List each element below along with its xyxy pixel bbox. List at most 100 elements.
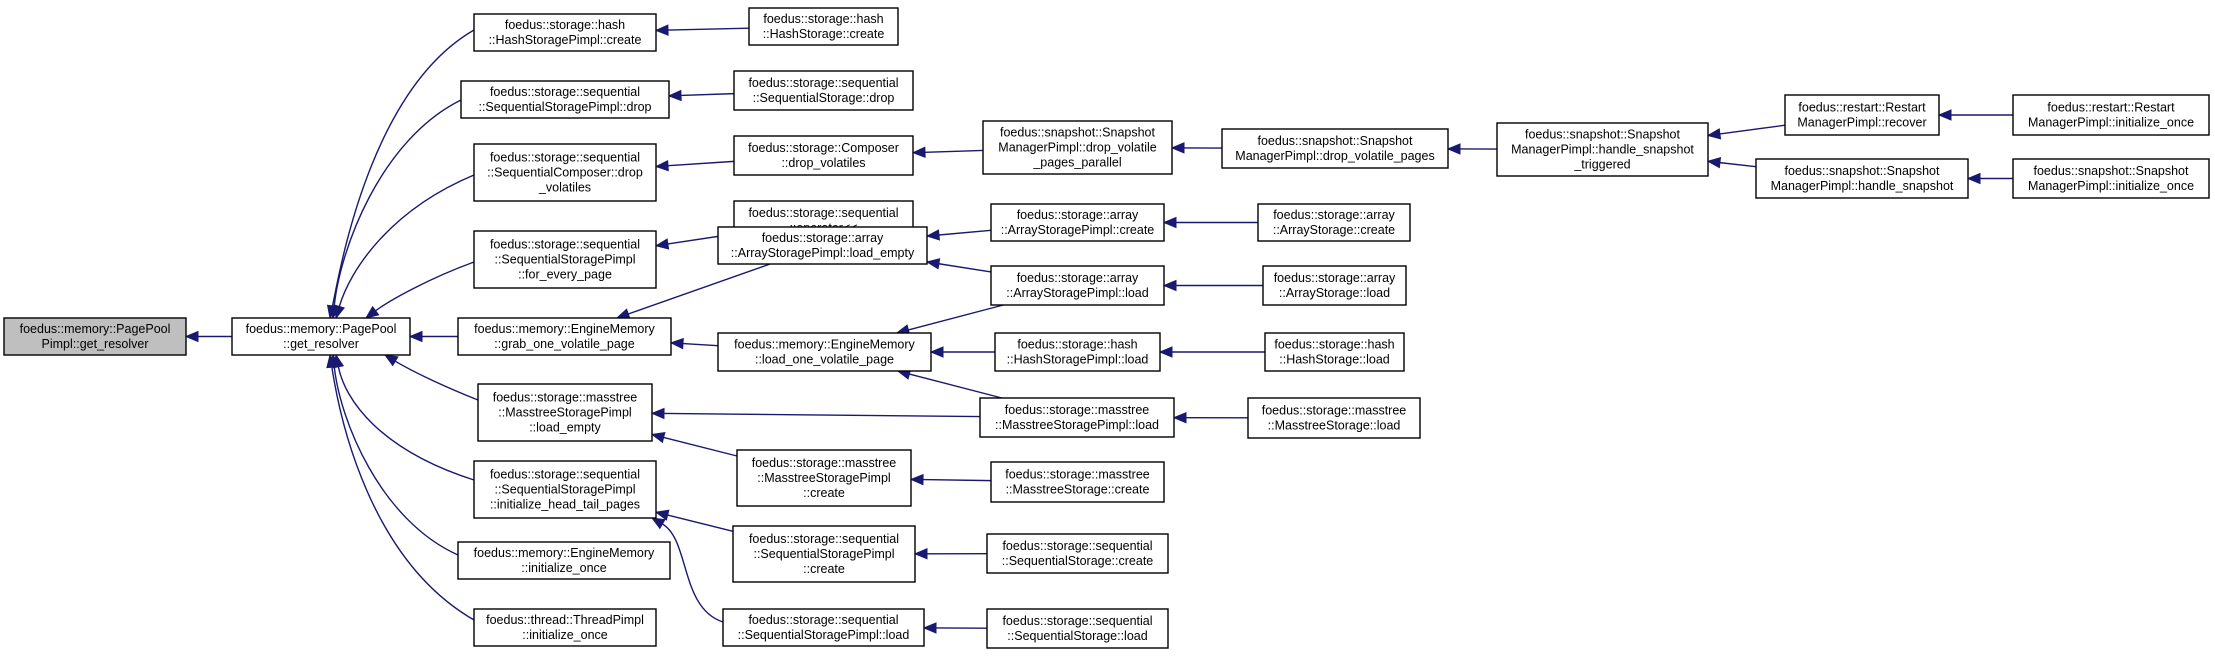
node-box-ms_load [1247, 397, 1421, 439]
edge-msp_create-to-msp_le [663, 436, 738, 457]
node-msp_load[interactable]: foedus::storage::masstree::MasstreeStora… [979, 397, 1175, 438]
edge-ss_create-to-ssp_create-arrowhead [913, 548, 928, 560]
node-ms_load[interactable]: foedus::storage::masstree::MasstreeStora… [1247, 397, 1421, 439]
node-box-em_grab [457, 317, 672, 356]
node-asp_create[interactable]: foedus::storage::array::ArrayStoragePimp… [990, 203, 1165, 242]
node-em_load[interactable]: foedus::memory::EngineMemory::load_one_v… [717, 332, 932, 372]
node-ssp_drop[interactable]: foedus::storage::sequential::SequentialS… [460, 80, 670, 119]
node-ssp_load[interactable]: foedus::storage::sequential::SequentialS… [722, 608, 925, 647]
node-label-asp_le-line-0: foedus::storage::array [762, 231, 884, 245]
node-box-gr [231, 317, 411, 356]
edge-em_init-to-gr [333, 366, 459, 556]
node-label-msp_le-line-2: ::load_empty [529, 421, 601, 435]
node-label-asp_create-line-0: foedus::storage::array [1017, 208, 1139, 222]
node-label-as_create-line-1: ::ArrayStorage::create [1273, 223, 1395, 237]
edge-em_load-to-em_grab-arrowhead [669, 337, 684, 350]
node-label-hs_create-line-1: ::HashStorage::create [763, 27, 885, 41]
node-label-ss_create-line-1: ::SequentialStorage::create [1002, 554, 1154, 568]
node-label-ssp_fep-line-0: foedus::storage::sequential [490, 238, 640, 252]
node-label-comp_dv-line-1: ::drop_volatiles [781, 156, 865, 170]
edge-msp_create-to-msp_le-arrowhead [650, 431, 666, 444]
node-label-gr-line-0: foedus::memory::PagePool [246, 322, 397, 336]
node-label-asp_create-line-1: ::ArrayStoragePimpl::create [1001, 223, 1155, 237]
node-tp_init[interactable]: foedus::thread::ThreadPimpl::initialize_… [473, 608, 657, 647]
node-hsp_load[interactable]: foedus::storage::hash::HashStoragePimpl:… [994, 332, 1161, 372]
node-label-ssp_create-line-2: ::create [803, 562, 845, 576]
node-label-ss_create-line-0: foedus::storage::sequential [1002, 539, 1152, 553]
node-sc_drop[interactable]: foedus::storage::sequential::SequentialC… [473, 143, 657, 202]
node-asp_le[interactable]: foedus::storage::array::ArrayStoragePimp… [717, 226, 928, 265]
node-label-root-line-1: Pimpl::get_resolver [42, 337, 149, 351]
node-label-sc_drop-line-1: ::SequentialComposer::drop [487, 166, 643, 180]
edge-ssp_drop-to-gr [333, 99, 462, 307]
node-box-as_create [1257, 203, 1411, 242]
node-comp_dv[interactable]: foedus::storage::Composer::drop_volatile… [733, 135, 914, 176]
node-label-rmp_init-line-1: ManagerPimpl::initialize_once [2028, 116, 2194, 130]
edge-smp_hs-to-smp_hst-arrowhead [1706, 156, 1722, 169]
node-label-rmp_recover-line-0: foedus::restart::Restart [1798, 101, 1926, 115]
node-as_create[interactable]: foedus::storage::array::ArrayStorage::cr… [1257, 203, 1411, 242]
node-label-ss_load-line-1: ::SequentialStorage::load [1007, 629, 1147, 643]
node-box-hs_create [748, 7, 899, 46]
node-label-msp_load-line-1: ::MasstreeStoragePimpl::load [995, 418, 1159, 432]
node-label-hsp_load-line-1: ::HashStoragePimpl::load [1007, 353, 1149, 367]
node-smp_hs[interactable]: foedus::snapshot::SnapshotManagerPimpl::… [1755, 158, 1969, 199]
node-root[interactable]: foedus::memory::PagePoolPimpl::get_resol… [3, 317, 187, 356]
node-ss_drop[interactable]: foedus::storage::sequential::SequentialS… [733, 70, 914, 111]
node-hs_load[interactable]: foedus::storage::hash::HashStorage::load [1264, 332, 1405, 372]
node-em_init[interactable]: foedus::memory::EngineMemory::initialize… [457, 541, 671, 580]
edge-msp_le-to-gr [394, 360, 479, 401]
edge-comp_dv-to-sc_drop-arrowhead [654, 159, 669, 172]
node-rmp_recover[interactable]: foedus::restart::RestartManagerPimpl::re… [1784, 94, 1940, 136]
node-as_load[interactable]: foedus::storage::array::ArrayStorage::lo… [1262, 265, 1407, 306]
edge-ssp_create-to-ssp_ihtp [667, 514, 734, 533]
edge-tp_init-to-gr-arrowhead [326, 353, 338, 369]
node-label-gr-line-1: ::get_resolver [283, 337, 359, 351]
node-label-tp_init-line-0: foedus::thread::ThreadPimpl [486, 613, 644, 627]
edge-em_grab-to-gr-arrowhead [408, 330, 423, 343]
node-smp_dvp[interactable]: foedus::snapshot::SnapshotManagerPimpl::… [1221, 128, 1449, 169]
node-smp_hst[interactable]: foedus::snapshot::SnapshotManagerPimpl::… [1496, 122, 1709, 177]
node-label-smp_dvpp-line-2: _pages_parallel [1032, 156, 1121, 170]
node-ssp_ihtp[interactable]: foedus::storage::sequential::SequentialS… [473, 460, 657, 519]
edge-smp_dvpp-to-comp_dv [924, 149, 984, 154]
edge-em_load-to-em_grab [682, 342, 719, 347]
edges-layer [184, 24, 2013, 634]
node-ms_create[interactable]: foedus::storage::masstree::MasstreeStora… [990, 461, 1165, 503]
edge-smp_hs-to-smp_hst [1719, 161, 1757, 168]
node-ssp_fep[interactable]: foedus::storage::sequential::SequentialS… [473, 230, 657, 289]
node-hsp_create[interactable]: foedus::storage::hash::HashStoragePimpl:… [473, 13, 657, 52]
edge-ms_load-to-msp_load-arrowhead [1172, 411, 1187, 424]
edge-smp_dvp-to-smp_dvpp-arrowhead [1170, 142, 1185, 154]
node-label-ms_create-line-0: foedus::storage::masstree [1005, 468, 1150, 482]
node-gr[interactable]: foedus::memory::PagePool::get_resolver [231, 317, 411, 356]
node-asp_load[interactable]: foedus::storage::array::ArrayStoragePimp… [990, 265, 1165, 306]
edge-smp_dvpp-to-comp_dv-arrowhead [911, 146, 926, 159]
node-box-ssp_ihtp [473, 460, 657, 519]
node-ss_load[interactable]: foedus::storage::sequential::SequentialS… [986, 608, 1169, 649]
node-box-ssp_load [722, 608, 925, 647]
node-ss_create[interactable]: foedus::storage::sequential::SequentialS… [986, 533, 1169, 574]
node-box-em_load [717, 332, 932, 372]
node-label-em_load-line-1: ::load_one_volatile_page [755, 353, 894, 367]
node-box-smp_dvpp [982, 120, 1173, 175]
edge-asp_le-to-em_grab [628, 263, 771, 315]
node-hs_create[interactable]: foedus::storage::hash::HashStorage::crea… [748, 7, 899, 46]
node-ssp_create[interactable]: foedus::storage::sequential::SequentialS… [732, 525, 916, 583]
node-smp_init[interactable]: foedus::snapshot::SnapshotManagerPimpl::… [2012, 158, 2210, 199]
node-em_grab[interactable]: foedus::memory::EngineMemory::grab_one_v… [457, 317, 672, 356]
node-label-ss_drop-line-0: foedus::storage::sequential [748, 76, 898, 90]
edge-hs_create-to-hsp_create-arrowhead [654, 24, 669, 36]
edge-ms_create-to-msp_create-arrowhead [909, 473, 924, 486]
node-smp_dvpp[interactable]: foedus::snapshot::SnapshotManagerPimpl::… [982, 120, 1173, 175]
node-rmp_init[interactable]: foedus::restart::RestartManagerPimpl::in… [2012, 94, 2210, 136]
node-box-asp_create [990, 203, 1165, 242]
node-label-hs_load-line-0: foedus::storage::hash [1274, 338, 1394, 352]
node-msp_create[interactable]: foedus::storage::masstree::MasstreeStora… [736, 449, 912, 507]
node-label-as_load-line-0: foedus::storage::array [1274, 271, 1396, 285]
node-box-msp_le [477, 383, 653, 442]
node-msp_le[interactable]: foedus::storage::masstree::MasstreeStora… [477, 383, 653, 442]
node-label-ssp_load-line-1: ::SequentialStoragePimpl::load [738, 628, 910, 642]
node-box-ss_drop [733, 70, 914, 111]
node-label-smp_dvp-line-1: ManagerPimpl::drop_volatile_pages [1235, 149, 1434, 163]
